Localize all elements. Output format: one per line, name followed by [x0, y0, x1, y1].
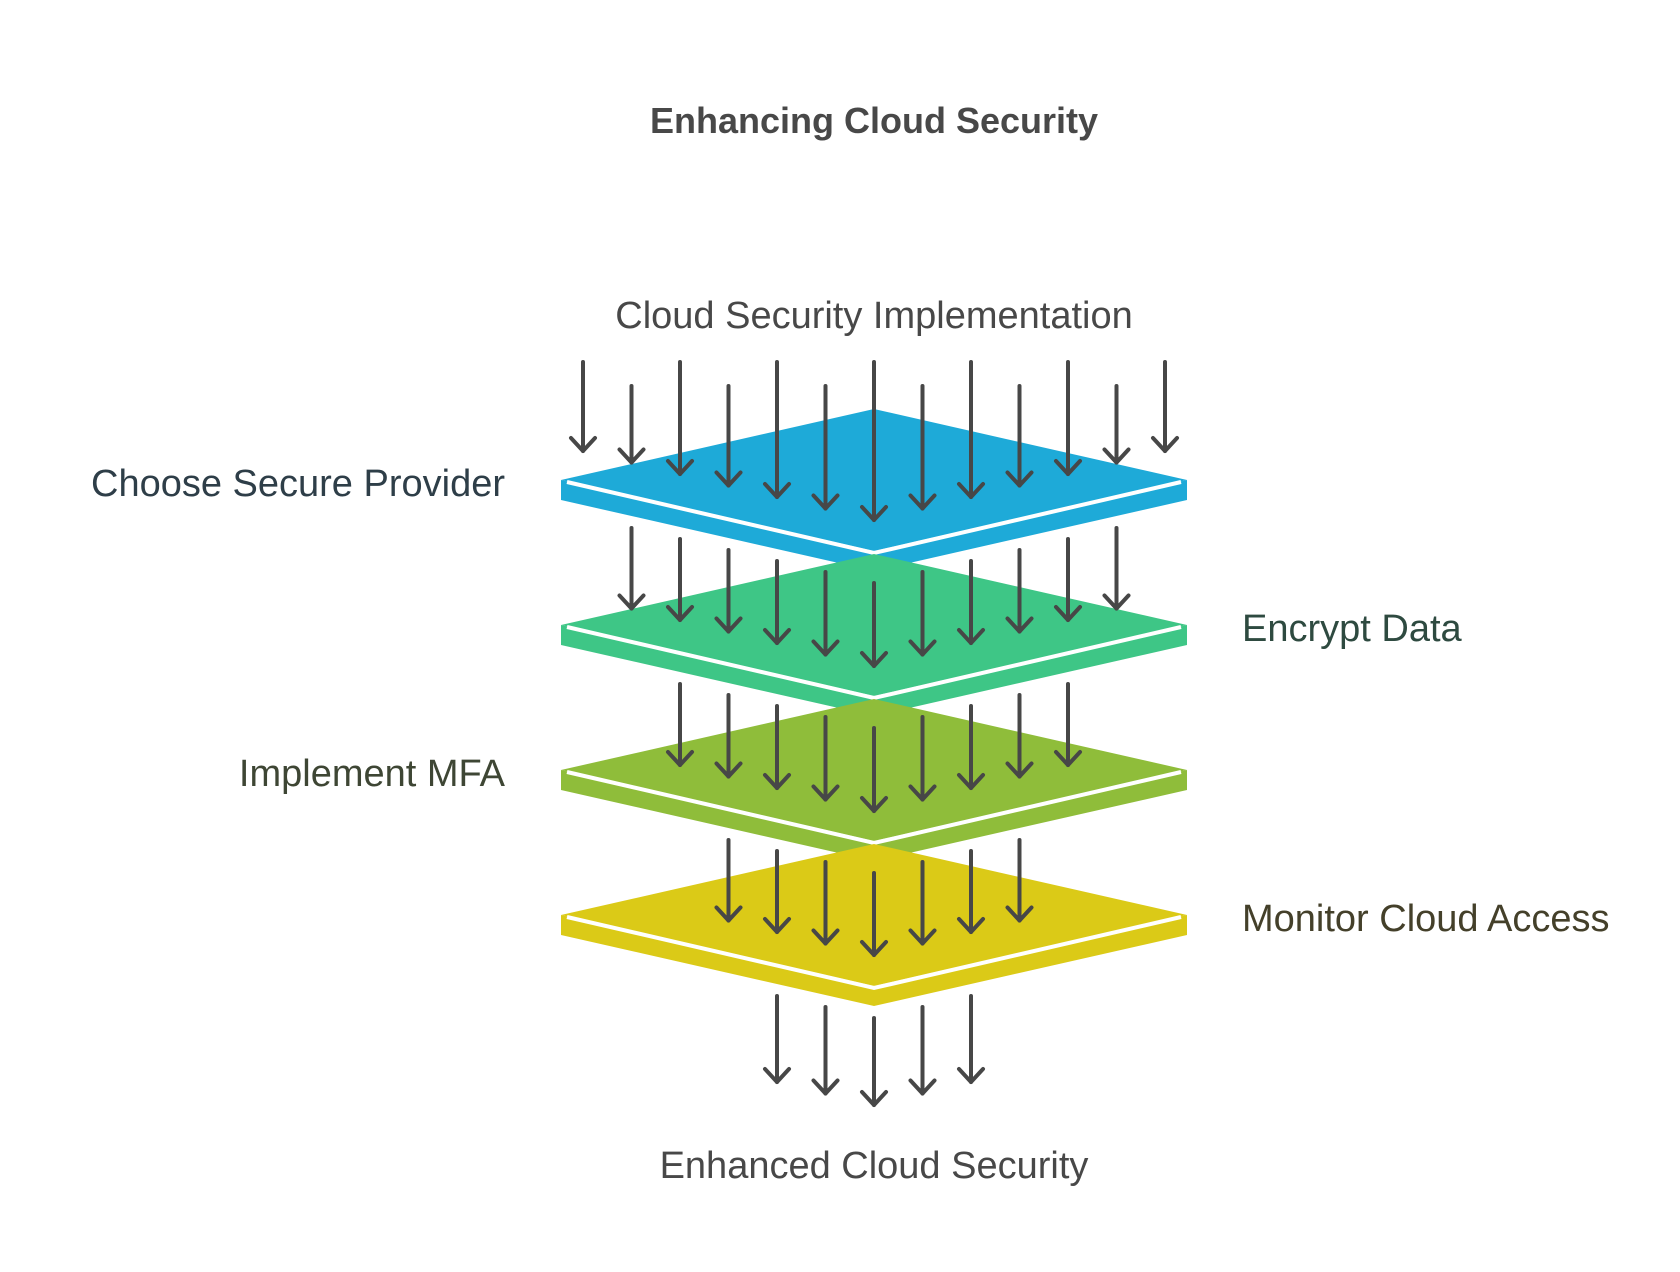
arrow-band2-2: [666, 536, 694, 622]
arrow-band2-4: [763, 558, 791, 645]
arrow-band5-1: [763, 993, 791, 1084]
output-label: Enhanced Cloud Security: [660, 1145, 1089, 1187]
arrow-band2-11: [1102, 525, 1131, 611]
step-label-4: Monitor Cloud Access: [1242, 898, 1610, 940]
arrow-band1-13: [1151, 360, 1179, 453]
arrow-band3-7: [957, 703, 985, 790]
arrow-band1-8: [908, 384, 937, 511]
arrow-band1-11: [1054, 360, 1082, 476]
arrow-band3-5: [860, 726, 888, 813]
arrow-band4-6: [957, 848, 985, 934]
arrow-band4-2: [763, 848, 791, 934]
arrow-band4-4: [860, 871, 888, 957]
plate-edge: [566, 770, 1182, 846]
arrow-band1-7: [860, 360, 888, 522]
arrow-band5-4: [908, 1004, 937, 1096]
arrow-band3-6: [908, 714, 937, 802]
arrow-band3-3: [763, 703, 791, 790]
arrow-band1-5: [763, 360, 791, 499]
arrow-band3-2: [714, 692, 743, 779]
step-label-2: Encrypt Data: [1242, 608, 1463, 650]
arrow-band3-8: [1005, 692, 1034, 779]
arrow-band3-9: [1054, 681, 1082, 767]
diagram-title: Enhancing Cloud Security: [650, 100, 1098, 141]
arrow-band2-10: [1054, 536, 1082, 622]
arrows: [569, 360, 1179, 1107]
arrow-band2-7: [908, 569, 937, 657]
arrow-band5-5: [957, 993, 985, 1084]
plate-edge: [566, 625, 1182, 701]
input-label: Cloud Security Implementation: [615, 295, 1132, 337]
step-label-3: Implement MFA: [239, 753, 506, 795]
arrow-band1-12: [1102, 384, 1131, 465]
arrow-band3-1: [666, 681, 694, 767]
plate-edge: [566, 480, 1182, 556]
arrow-band2-9: [1005, 547, 1034, 634]
arrow-band5-2: [811, 1004, 840, 1096]
arrow-band2-8: [957, 558, 985, 645]
arrow-band4-5: [908, 859, 937, 946]
arrow-band2-1: [617, 525, 646, 611]
arrow-band2-5: [811, 569, 840, 657]
plate-edge: [566, 915, 1182, 991]
arrow-band5-3: [860, 1016, 888, 1107]
arrow-band4-3: [811, 859, 840, 946]
layers: [561, 409, 1187, 1006]
arrow-band1-9: [957, 360, 985, 499]
step-label-1: Choose Secure Provider: [91, 463, 505, 505]
arrow-band2-3: [714, 547, 743, 634]
arrow-band3-4: [811, 714, 840, 802]
arrow-band1-1: [569, 360, 597, 453]
arrow-band1-6: [811, 384, 840, 511]
arrow-band4-1: [714, 837, 743, 923]
arrow-band2-6: [860, 581, 888, 668]
arrow-band1-3: [666, 360, 694, 476]
arrow-band4-7: [1005, 837, 1034, 923]
arrow-band1-2: [617, 384, 646, 465]
arrow-band1-4: [714, 384, 743, 488]
arrow-band1-10: [1005, 384, 1034, 488]
